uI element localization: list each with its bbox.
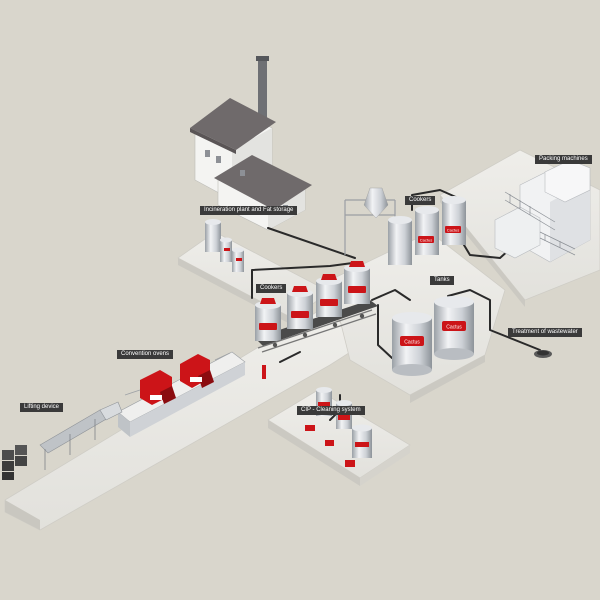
label-cookers-top: Cookers <box>405 196 436 205</box>
cactus-logo: Cactus <box>404 340 420 346</box>
label-cookers-mid: Cookers <box>256 284 287 293</box>
incineration-building <box>190 56 312 231</box>
cactus-logo: Cactus <box>420 238 432 243</box>
cactus-logo: Cactus <box>446 325 462 331</box>
label-treatment-wastewater: Treatment of wastewater <box>508 328 582 337</box>
label-incineration-fat-storage: Incineration plant and Fat storage <box>200 206 298 215</box>
cookers-top-group: Cactus Cactus <box>344 187 466 265</box>
pipework <box>251 189 541 421</box>
wastewater-drain <box>534 350 552 358</box>
label-packing-machines: Packing machines <box>535 155 592 164</box>
convention-ovens-group <box>117 351 246 437</box>
label-tanks: Tanks <box>430 276 454 285</box>
lifting-device-group <box>2 401 123 480</box>
cookers-mid-group <box>255 261 378 379</box>
label-lifting-device: Lifting device <box>20 403 64 412</box>
label-convention-ovens: Convention ovens <box>117 350 174 359</box>
packing-machines <box>494 159 591 263</box>
label-cip-cleaning-system: CIP - Cleaning system <box>297 406 365 415</box>
cactus-logo: Cactus <box>447 228 459 233</box>
tanks-group: Cactus Cactus <box>392 296 474 376</box>
cip-cleaning-system <box>305 387 372 467</box>
fat-storage-tanks <box>205 219 244 272</box>
